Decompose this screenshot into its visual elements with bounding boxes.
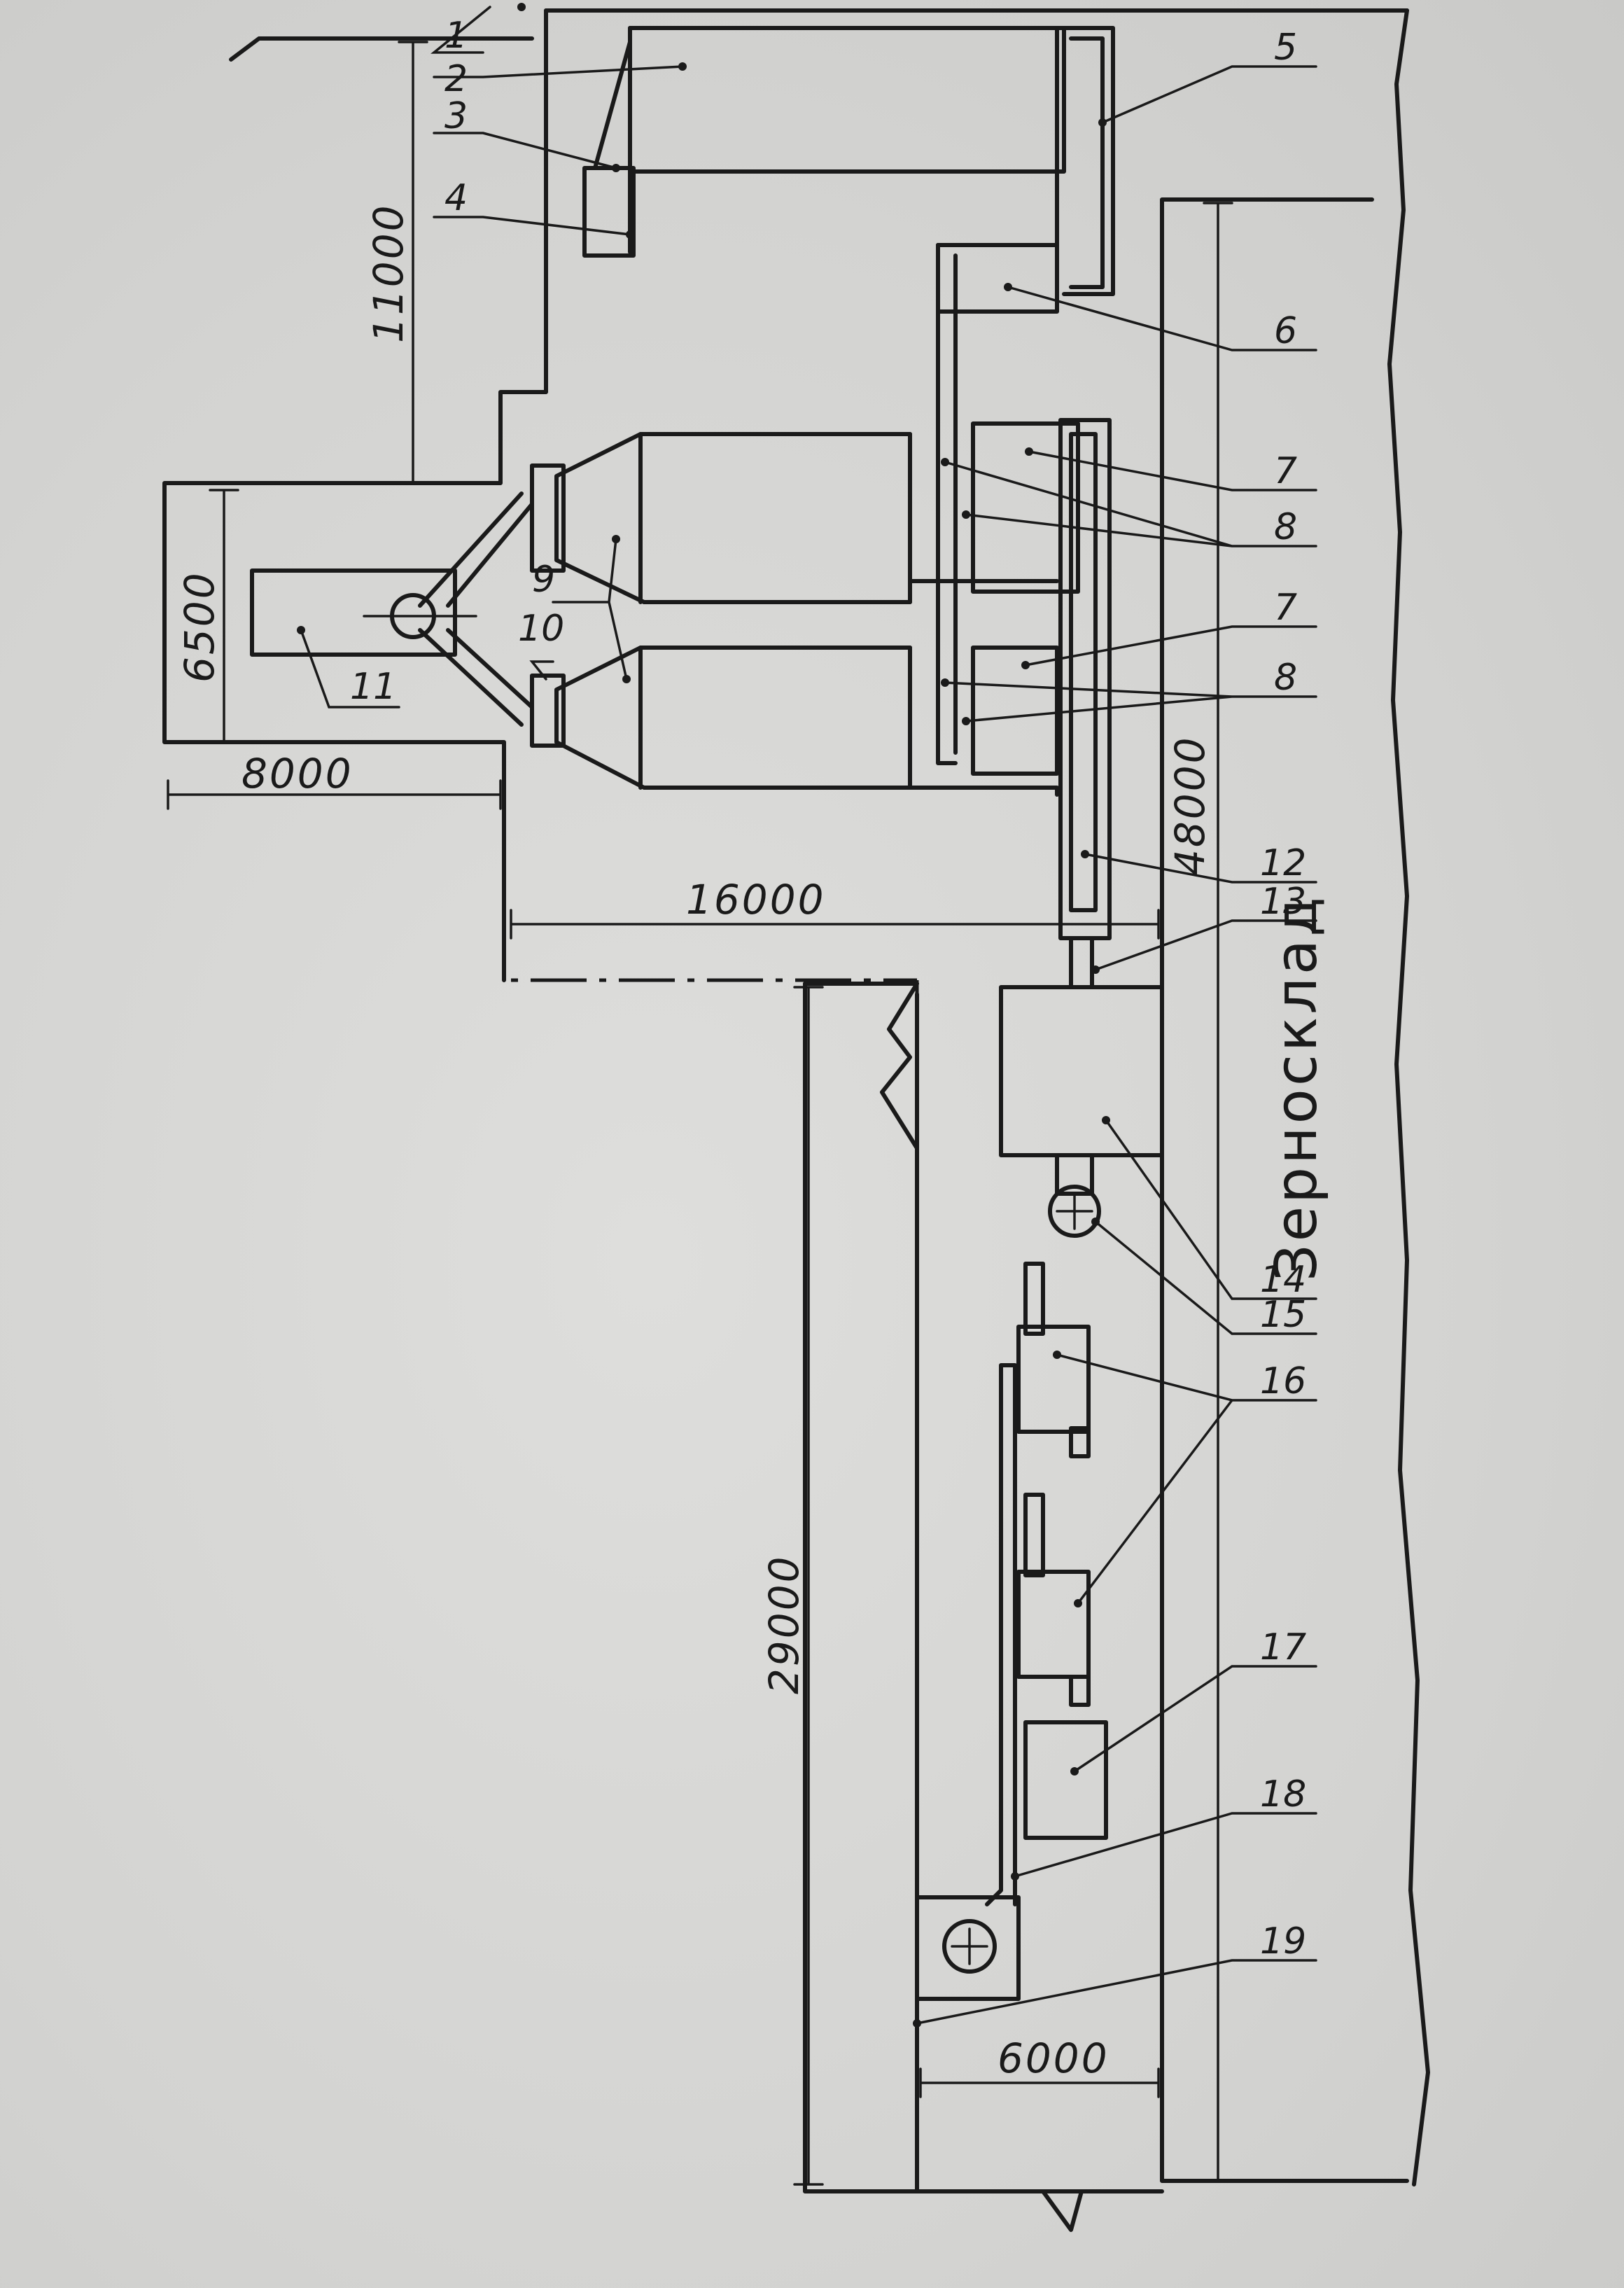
building-outline-top [162, 8, 548, 982]
item-16-b-top [1023, 1493, 1045, 1577]
label-9: 9 [532, 559, 555, 601]
dim-text-6500: 6500 [176, 571, 223, 683]
label-4: 4 [444, 177, 468, 219]
fan-15-cross [1056, 1192, 1093, 1230]
dim-text-6000: 6000 [997, 2035, 1110, 2082]
label-18: 18 [1260, 1773, 1306, 1815]
dim-line-8000 [167, 779, 502, 810]
duct-12 [1058, 418, 1112, 940]
dim-text-8000: 8000 [241, 750, 354, 797]
pipe-13 [1069, 936, 1094, 989]
dim-line-6500 [209, 489, 239, 744]
label-1: 1 [444, 15, 468, 57]
item-4-box [582, 166, 636, 258]
item-16-b-bottom [1069, 1675, 1091, 1707]
item-16-a-bottom [1069, 1426, 1091, 1458]
label-10: 10 [518, 608, 564, 650]
conveyor-18 [985, 1363, 1017, 1906]
fan-19 [942, 1919, 997, 1974]
leader-dots [297, 3, 1110, 2028]
label-13: 13 [1260, 881, 1306, 923]
dim-text-11000: 11000 [365, 203, 412, 343]
fan-19-cross [951, 1927, 988, 1965]
label-8a: 8 [1274, 506, 1297, 548]
label-5: 5 [1274, 27, 1297, 69]
duct-8 [936, 243, 958, 765]
label-2: 2 [444, 58, 468, 100]
tank-upper-ends [638, 432, 912, 604]
tank-lower-ends [638, 579, 1059, 797]
break-mark-top [803, 982, 919, 1150]
warehouse-wall [1160, 197, 1409, 2183]
item-11-box [250, 568, 457, 657]
building-label: Зерносклад [1264, 894, 1330, 1281]
item-19-box [915, 1895, 1021, 2001]
dim-text-48000: 48000 [1166, 735, 1214, 875]
item-16-b [1016, 1570, 1091, 1679]
block-7-upper [971, 421, 1080, 594]
label-3: 3 [444, 95, 468, 137]
label-11: 11 [350, 666, 396, 708]
building-axis-left [502, 14, 919, 2184]
tank-upper [554, 432, 912, 604]
label-19: 19 [1260, 1920, 1306, 1962]
break-mark-bottom [1041, 2189, 1084, 2232]
label-17: 17 [1260, 1626, 1306, 1668]
block-7-lower [971, 646, 1059, 776]
duct-5 [936, 26, 1115, 296]
label-8b: 8 [1274, 657, 1297, 699]
label-7b: 7 [1274, 587, 1297, 629]
branch-pipe [418, 491, 534, 727]
label-12: 12 [1260, 842, 1306, 884]
item-16-a [1016, 1325, 1091, 1434]
upper-chamber-divider [593, 26, 632, 254]
dim-text-29000: 29000 [760, 1554, 808, 1694]
label-16: 16 [1260, 1360, 1306, 1402]
dim-line-6000 [919, 2067, 1160, 2098]
leaders [300, 6, 1317, 2025]
dim-line-29000 [793, 986, 824, 2186]
dim-text-16000: 16000 [686, 876, 826, 923]
flange-upper [530, 463, 566, 573]
label-6: 6 [1274, 310, 1297, 352]
flange-lower [530, 674, 566, 748]
label-7a: 7 [1274, 450, 1297, 492]
dim-line-16000 [510, 909, 1160, 940]
label-15: 15 [1260, 1294, 1306, 1336]
dim-line-11000 [398, 41, 428, 484]
item-17-box [1023, 1720, 1108, 1840]
fan-15 [1048, 1185, 1101, 1238]
upper-chamber [628, 26, 1066, 174]
tank-lower [554, 646, 912, 790]
item-14-box [999, 985, 1164, 1157]
label-14: 14 [1260, 1259, 1306, 1301]
dim-line-48000 [1203, 202, 1233, 2182]
right-boundary-edge [1387, 8, 1430, 2186]
item-16-a-top [1023, 1262, 1045, 1336]
